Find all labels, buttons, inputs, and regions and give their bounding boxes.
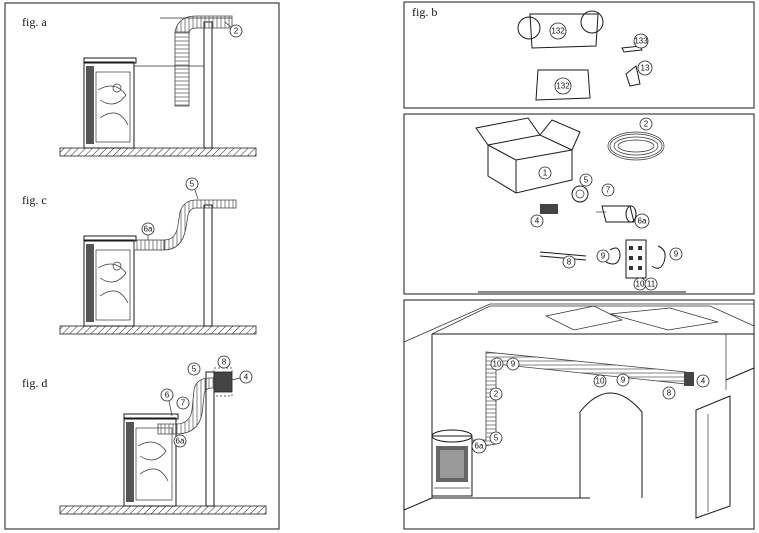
wall-a <box>203 21 213 149</box>
svg-text:132: 132 <box>551 27 565 36</box>
callout-kit-11: 11 <box>644 277 658 291</box>
kit-contents: 1 2 5 7 6a 4 <box>475 117 686 293</box>
svg-text:6a: 6a <box>638 217 647 226</box>
callout-install-2: 2 <box>489 387 503 401</box>
floor-a <box>59 147 257 157</box>
left-panel-frame <box>4 2 280 530</box>
callout-b-133: 133 <box>633 33 649 49</box>
callout-b-13: 13 <box>637 60 653 76</box>
callout-a-2: 2 <box>224 21 243 38</box>
callout-kit-7: 7 <box>601 183 615 197</box>
callout-c-6a: 6a <box>141 222 155 240</box>
svg-text:9: 9 <box>621 376 626 385</box>
svg-text:1: 1 <box>543 169 548 178</box>
svg-text:7: 7 <box>606 186 611 195</box>
svg-text:13: 13 <box>641 64 650 73</box>
fig-c-label: fig. c <box>22 193 47 207</box>
stove-d <box>123 413 179 507</box>
svg-text:11: 11 <box>647 280 656 289</box>
callout-c-5: 5 <box>185 177 199 200</box>
callout-kit-9-right: 9 <box>669 247 683 261</box>
callout-d-6: 6 <box>160 388 174 417</box>
svg-text:2: 2 <box>494 390 499 399</box>
svg-text:132: 132 <box>556 82 570 91</box>
svg-text:9: 9 <box>674 250 679 259</box>
svg-text:8: 8 <box>667 389 672 398</box>
callout-kit-1: 1 <box>538 166 552 180</box>
stove-c <box>83 235 137 327</box>
svg-text:133: 133 <box>634 37 648 46</box>
room-installation: 10 9 2 10 9 8 4 5 <box>403 303 755 519</box>
svg-text:8: 8 <box>567 258 572 267</box>
wall-d <box>205 371 215 507</box>
callout-d-6a: 6a <box>173 434 187 448</box>
callout-b-132-top: 132 <box>549 22 567 40</box>
svg-text:5: 5 <box>584 176 589 185</box>
svg-text:6a: 6a <box>144 225 153 234</box>
svg-text:4: 4 <box>701 377 706 386</box>
svg-text:2: 2 <box>234 27 239 36</box>
callout-install-5: 5 <box>489 431 503 445</box>
svg-text:8: 8 <box>222 358 227 367</box>
fig-a-label: fig. a <box>22 15 47 29</box>
svg-text:9: 9 <box>601 252 606 261</box>
callout-kit-5: 5 <box>579 173 593 187</box>
callout-kit-8: 8 <box>562 255 576 269</box>
fig-b: fig. b 132 132 133 13 <box>412 5 653 101</box>
callout-install-9b: 9 <box>616 373 630 387</box>
wall-c <box>203 204 213 327</box>
callout-kit-4: 4 <box>530 214 544 228</box>
callout-kit-2: 2 <box>639 117 653 131</box>
fig-b-frame <box>403 1 755 109</box>
flex-hose-a <box>174 31 190 107</box>
callout-d-4: 4 <box>231 370 253 384</box>
svg-text:5: 5 <box>190 180 195 189</box>
fig-a: fig. a 2 <box>22 15 257 157</box>
callout-kit-10: 10 <box>633 277 647 291</box>
callout-d-7: 7 <box>176 396 190 410</box>
callout-install-8: 8 <box>662 386 676 400</box>
fig-d: fig. d 5 8 4 6 <box>22 355 267 515</box>
svg-text:10: 10 <box>596 377 605 386</box>
callout-d-5: 5 <box>187 362 201 376</box>
fig-b-label: fig. b <box>412 5 437 19</box>
kit-frame <box>403 113 755 295</box>
floor-d <box>59 505 267 515</box>
svg-text:7: 7 <box>181 399 186 408</box>
fig-d-label: fig. d <box>22 376 47 390</box>
svg-text:10: 10 <box>636 280 645 289</box>
stove-install <box>431 429 473 497</box>
install-frame <box>403 299 755 530</box>
svg-text:10: 10 <box>493 360 502 369</box>
svg-text:2: 2 <box>644 120 649 129</box>
callout-install-10a: 10 <box>490 357 504 371</box>
fig-c: fig. c 5 6a <box>22 177 257 335</box>
svg-text:6a: 6a <box>475 442 484 451</box>
svg-text:4: 4 <box>244 373 249 382</box>
callout-install-9a: 9 <box>506 357 520 371</box>
svg-text:5: 5 <box>192 365 197 374</box>
svg-text:6a: 6a <box>176 437 185 446</box>
callout-kit-9-left: 9 <box>596 249 610 263</box>
svg-text:9: 9 <box>511 360 516 369</box>
svg-text:4: 4 <box>535 217 540 226</box>
stove-a <box>83 57 137 149</box>
svg-text:5: 5 <box>494 434 499 443</box>
floor-c <box>59 325 257 335</box>
callout-install-10b: 10 <box>593 374 607 388</box>
callout-install-6a: 6a <box>471 438 487 454</box>
callout-install-4: 4 <box>696 374 710 388</box>
callout-d-8: 8 <box>217 355 231 369</box>
callout-kit-6a: 6a <box>634 213 650 229</box>
svg-text:6: 6 <box>165 391 170 400</box>
callout-b-132-bottom: 132 <box>554 77 572 95</box>
